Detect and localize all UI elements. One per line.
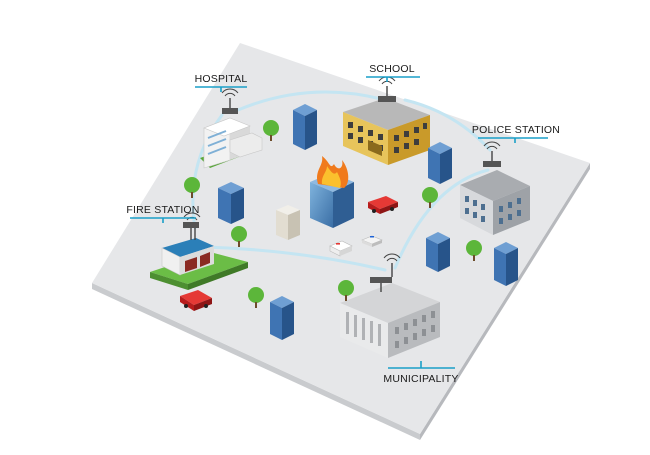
antenna-icon <box>222 108 238 114</box>
label-hospital: HOSPITAL <box>195 73 248 92</box>
antenna-icon <box>370 277 392 283</box>
office-tower-icon <box>218 182 244 224</box>
tree-icon <box>338 280 354 301</box>
small-building <box>276 205 300 240</box>
label-fire: FIRE STATION <box>126 204 199 223</box>
office-tower-icon <box>428 142 452 184</box>
municipality-label: MUNICIPALITY <box>383 373 458 385</box>
link-hospital-school <box>236 90 387 112</box>
tree-icon <box>184 177 200 198</box>
fire-truck-icon <box>180 290 212 311</box>
office-tower-icon <box>293 104 317 150</box>
antenna-icon <box>183 222 199 228</box>
office-tower-icon <box>494 242 518 286</box>
office-tower-icon <box>270 296 294 340</box>
tree-icon <box>466 240 482 261</box>
office-tower-icon <box>426 232 450 272</box>
label-school: SCHOOL <box>366 63 420 82</box>
burning-tower <box>310 156 354 228</box>
tree-icon <box>231 226 247 247</box>
fire-station-label: FIRE STATION <box>126 204 199 216</box>
link-school-police <box>403 98 492 152</box>
school-building <box>343 76 430 165</box>
ground-plate-side <box>420 163 590 440</box>
police-station-building <box>460 141 530 235</box>
police-station-label: POLICE STATION <box>472 124 560 136</box>
ambulance-icon <box>329 240 353 257</box>
ground-plate <box>92 43 590 434</box>
hospital-building <box>200 88 263 169</box>
police-car-icon <box>361 235 383 247</box>
fire-station-building <box>150 212 248 290</box>
antenna-icon <box>378 96 396 102</box>
ground-plate-side <box>92 283 420 440</box>
link-fire-municipality <box>203 245 387 272</box>
school-label: SCHOOL <box>369 63 415 75</box>
label-police: POLICE STATION <box>472 124 560 143</box>
antenna-icon <box>483 161 501 167</box>
municipality-building <box>340 253 440 358</box>
label-municipality: MUNICIPALITY <box>383 361 458 385</box>
tree-icon <box>263 120 279 141</box>
flame-icon <box>317 156 349 188</box>
tree-icon <box>422 187 438 208</box>
hospital-label: HOSPITAL <box>195 73 248 85</box>
tree-icon <box>248 287 264 308</box>
link-police-municipality <box>393 168 490 270</box>
fire-truck-icon <box>368 196 398 214</box>
